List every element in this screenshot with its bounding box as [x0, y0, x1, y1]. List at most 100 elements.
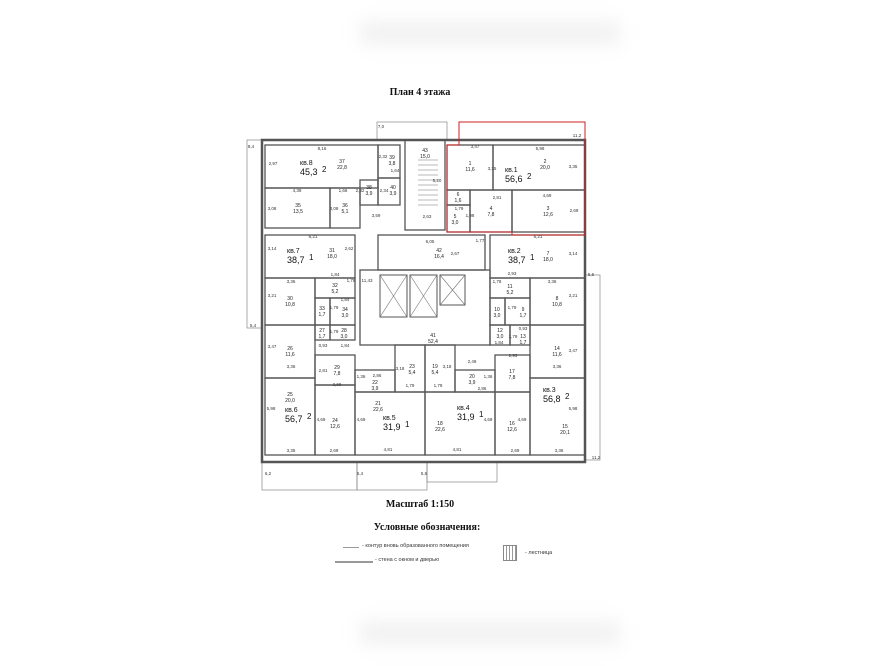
dimension-label: 4,69 — [317, 417, 326, 422]
room-area: 3,9 — [366, 191, 373, 197]
room-area: 1,7 — [520, 313, 527, 319]
room-number: 4 — [490, 206, 493, 212]
room-area: 3,9 — [372, 386, 379, 392]
balcony — [584, 274, 601, 461]
dimension-label: 1,78 — [493, 279, 502, 284]
apartment-label: кв.4 — [457, 405, 470, 412]
dimension-label: 3,08 — [268, 206, 277, 211]
new-apartment-outline — [446, 121, 586, 236]
room-area: 11,6 — [285, 352, 295, 358]
dimension-label: 2,81 — [319, 368, 328, 373]
plan-title: План 4 этажа — [389, 87, 451, 98]
room-area: 22,8 — [337, 165, 347, 171]
dimension-label: 5,4 — [357, 471, 364, 476]
dimension-label: 2,32 — [379, 154, 388, 159]
apartment-label: кв.2 — [508, 248, 521, 255]
room-number: 3 — [547, 206, 550, 212]
dimension-label: 5,4 — [250, 323, 257, 328]
dimension-label: 3,35 — [488, 166, 497, 171]
wall-with-window-door-icon — [335, 561, 373, 563]
room-area: 3,9 — [469, 380, 476, 386]
apartment-area: 56,6 — [505, 174, 523, 184]
room-number: 32 — [332, 283, 338, 289]
dimension-label: 5,20 — [433, 178, 442, 183]
room-area: 18,0 — [543, 257, 553, 263]
legend-item-outline: - контур вновь образованного помещения — [362, 543, 469, 549]
room-area: 22,6 — [435, 427, 445, 433]
room-number: 25 — [287, 392, 293, 398]
room-number: 1 — [469, 161, 472, 167]
dimension-label: 3,36 — [555, 448, 564, 453]
room-number: 15 — [562, 424, 568, 430]
dimension-label: 3,47 — [471, 144, 480, 149]
room-43 — [404, 139, 446, 231]
dimension-label: 2,97 — [269, 161, 278, 166]
room-number: 35 — [295, 203, 301, 209]
blurred-footer — [360, 620, 620, 646]
room-number: 40 — [390, 185, 396, 191]
dimension-label: 2,62 — [345, 246, 354, 251]
room-area: 1,7 — [319, 312, 326, 318]
balcony — [426, 461, 498, 483]
staircase-icon — [503, 545, 517, 561]
room-area: 3,0 — [452, 220, 459, 226]
apartment-area: 38,7 — [287, 255, 305, 265]
dimension-label: 3,36 — [287, 279, 296, 284]
room-number: 37 — [339, 159, 345, 165]
dimension-label: 5,98 — [267, 406, 276, 411]
room-number: 38 — [366, 185, 372, 191]
dimension-label: 1,36 — [484, 374, 493, 379]
blurred-header — [360, 20, 620, 46]
dimension-label: 4,69 — [518, 417, 527, 422]
balcony — [376, 121, 448, 141]
room-number: 14 — [554, 346, 560, 352]
dimension-label: 5,6 — [588, 272, 595, 277]
room-7 — [489, 234, 586, 279]
balcony — [246, 139, 263, 329]
room-area: 5,2 — [332, 289, 339, 295]
apartment-room-count: 2 — [565, 392, 570, 401]
room-area: 16,4 — [434, 254, 444, 260]
dimension-label: 1,79 — [509, 334, 518, 339]
apartment-room-count: 2 — [307, 412, 312, 421]
room-area: 52,4 — [428, 339, 438, 345]
room-area: 15,0 — [420, 154, 430, 160]
room-area: 11,6 — [552, 352, 562, 358]
dimension-label: 2,69 — [570, 208, 579, 213]
room-number: 36 — [342, 203, 348, 209]
dimension-label: 5,98 — [569, 406, 578, 411]
room-area: 3,0 — [342, 313, 349, 319]
dimension-label: 2,86 — [373, 373, 382, 378]
dimension-label: 1,98 — [466, 213, 475, 218]
room-area: 1,7 — [319, 334, 326, 340]
dimension-label: 2,69 — [333, 382, 342, 387]
dimension-label: 2,86 — [478, 386, 487, 391]
room-number: 20 — [469, 374, 475, 380]
dimension-label: 3,47 — [268, 344, 277, 349]
dimension-label: 6,05 — [426, 239, 435, 244]
room-area: 7,8 — [334, 371, 341, 377]
dimension-label: 11,2 — [573, 133, 582, 138]
dimension-label: 0,93 — [519, 326, 528, 331]
dimension-label: 3,08 — [330, 206, 339, 211]
room-number: 42 — [436, 248, 442, 254]
dimension-label: 4,39 — [293, 188, 302, 193]
apartment-label: кв.3 — [543, 387, 556, 394]
legend-heading: Условные обозначения: — [373, 522, 481, 533]
dimension-label: 6,21 — [534, 234, 543, 239]
dimension-label: 1,79 — [330, 329, 339, 334]
dimension-label: 3,18 — [443, 364, 452, 369]
room-number: 24 — [332, 418, 338, 424]
room-number: 29 — [334, 365, 340, 371]
dimension-label: 3,47 — [569, 348, 578, 353]
apartment-room-count: 1 — [479, 410, 484, 419]
legend-item-stair: - лестница — [525, 550, 553, 556]
room-area: 22,6 — [373, 407, 383, 413]
apartment-area: 38,7 — [508, 255, 526, 265]
room-number: 41 — [430, 333, 436, 339]
room-number: 16 — [509, 421, 515, 427]
dimension-label: 0,93 — [319, 343, 328, 348]
elevator-shaft — [439, 274, 466, 306]
room-area: 1,7 — [520, 340, 527, 346]
